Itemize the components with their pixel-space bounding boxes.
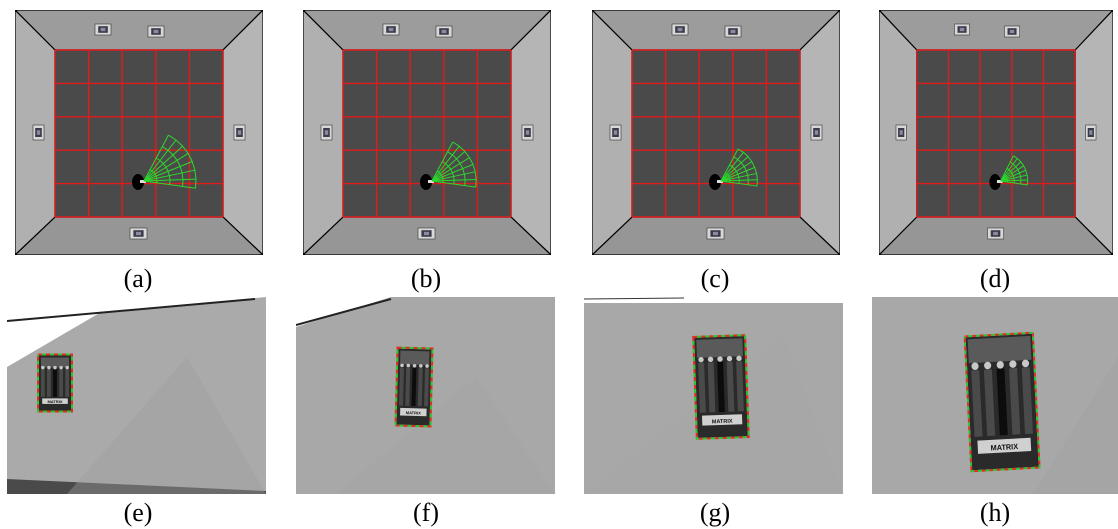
north-wall [303, 10, 551, 51]
fov-frustum-c [720, 148, 758, 187]
room-view-c [592, 10, 840, 255]
north-wall [879, 10, 1113, 51]
poster-west [609, 124, 622, 141]
poster-title-h: MATRIX [990, 442, 1018, 453]
detect-box-green-h [963, 331, 1041, 473]
floor-grid [916, 49, 1076, 218]
camera-svg-h: MATRIX [872, 297, 1118, 494]
camera-view-f: MATRIX [296, 297, 555, 494]
camera-view-g: MATRIX [584, 297, 843, 494]
poster-west [32, 124, 45, 141]
poster-south [417, 227, 436, 240]
robot-lens-b [428, 180, 434, 183]
poster-south [129, 227, 148, 240]
caption-g: (g) [699, 498, 731, 527]
north-wall [592, 10, 840, 51]
floor [632, 50, 800, 217]
floor-grid [631, 49, 801, 218]
wall-top-edge-f [296, 298, 392, 326]
robot-c [709, 174, 721, 190]
camera-svg-g: MATRIX [584, 297, 843, 494]
poster-north-right [147, 25, 165, 38]
robot-lens-d [996, 180, 1003, 183]
north-wall [15, 10, 263, 51]
floor [916, 50, 1076, 217]
poster-north-left [382, 23, 400, 36]
wall-top-edge-e [7, 298, 256, 322]
poster-h: MATRIX [963, 331, 1041, 473]
camera-svg-f: MATRIX [296, 297, 555, 494]
poster-north-left [954, 23, 970, 36]
detect-box-green-e [37, 353, 73, 413]
poster-south [706, 227, 725, 240]
fov-frustum-d [1000, 155, 1029, 186]
poster-title-e: MATRIX [47, 399, 62, 404]
caption-a: (a) [123, 264, 153, 293]
poster-south [987, 227, 1004, 240]
poster-north-right [724, 25, 742, 38]
caption-b: (b) [410, 264, 442, 293]
fov-frustum-a [143, 134, 197, 189]
robot-b [420, 174, 432, 190]
camera-view-h: MATRIX [872, 297, 1118, 494]
caption-e: (e) [123, 498, 153, 527]
room-svg-d [879, 10, 1113, 255]
robot-a [132, 174, 144, 190]
robot-d [989, 174, 1001, 190]
poster-east [810, 124, 823, 141]
room-view-d [879, 10, 1113, 255]
caption-f: (f) [413, 498, 439, 527]
room-svg-b [303, 10, 551, 255]
camera-view-e: MATRIX [7, 297, 266, 494]
poster-west [895, 124, 907, 141]
detect-box-green-g [692, 334, 750, 440]
poster-north-left [671, 23, 689, 36]
floor [55, 50, 223, 217]
fov-frustum-b [431, 141, 477, 188]
caption-d: (d) [979, 264, 1011, 293]
caption-h: (h) [979, 498, 1011, 527]
poster-title-g: MATRIX [712, 419, 733, 426]
poster-e: MATRIX [37, 353, 73, 413]
poster-east [233, 124, 246, 141]
poster-f: MATRIX [394, 346, 434, 428]
room-view-b [303, 10, 551, 255]
poster-east [521, 124, 534, 141]
poster-east [1085, 124, 1097, 141]
poster-north-right [1004, 25, 1020, 38]
room-view-a [15, 10, 263, 255]
poster-north-right [435, 25, 453, 38]
robot-lens-c [717, 180, 723, 183]
floor [343, 50, 511, 217]
floor-edge-e [7, 479, 266, 494]
poster-west [320, 124, 333, 141]
caption-c: (c) [700, 264, 730, 293]
poster-title-f: MATRIX [406, 410, 421, 415]
detect-box-red-f [394, 346, 434, 428]
robot-lens-a [140, 180, 146, 183]
camera-svg-e: MATRIX [7, 297, 266, 494]
poster-g: MATRIX [692, 334, 750, 440]
room-svg-a [15, 10, 263, 255]
room-svg-c [592, 10, 840, 255]
poster-north-left [94, 23, 112, 36]
